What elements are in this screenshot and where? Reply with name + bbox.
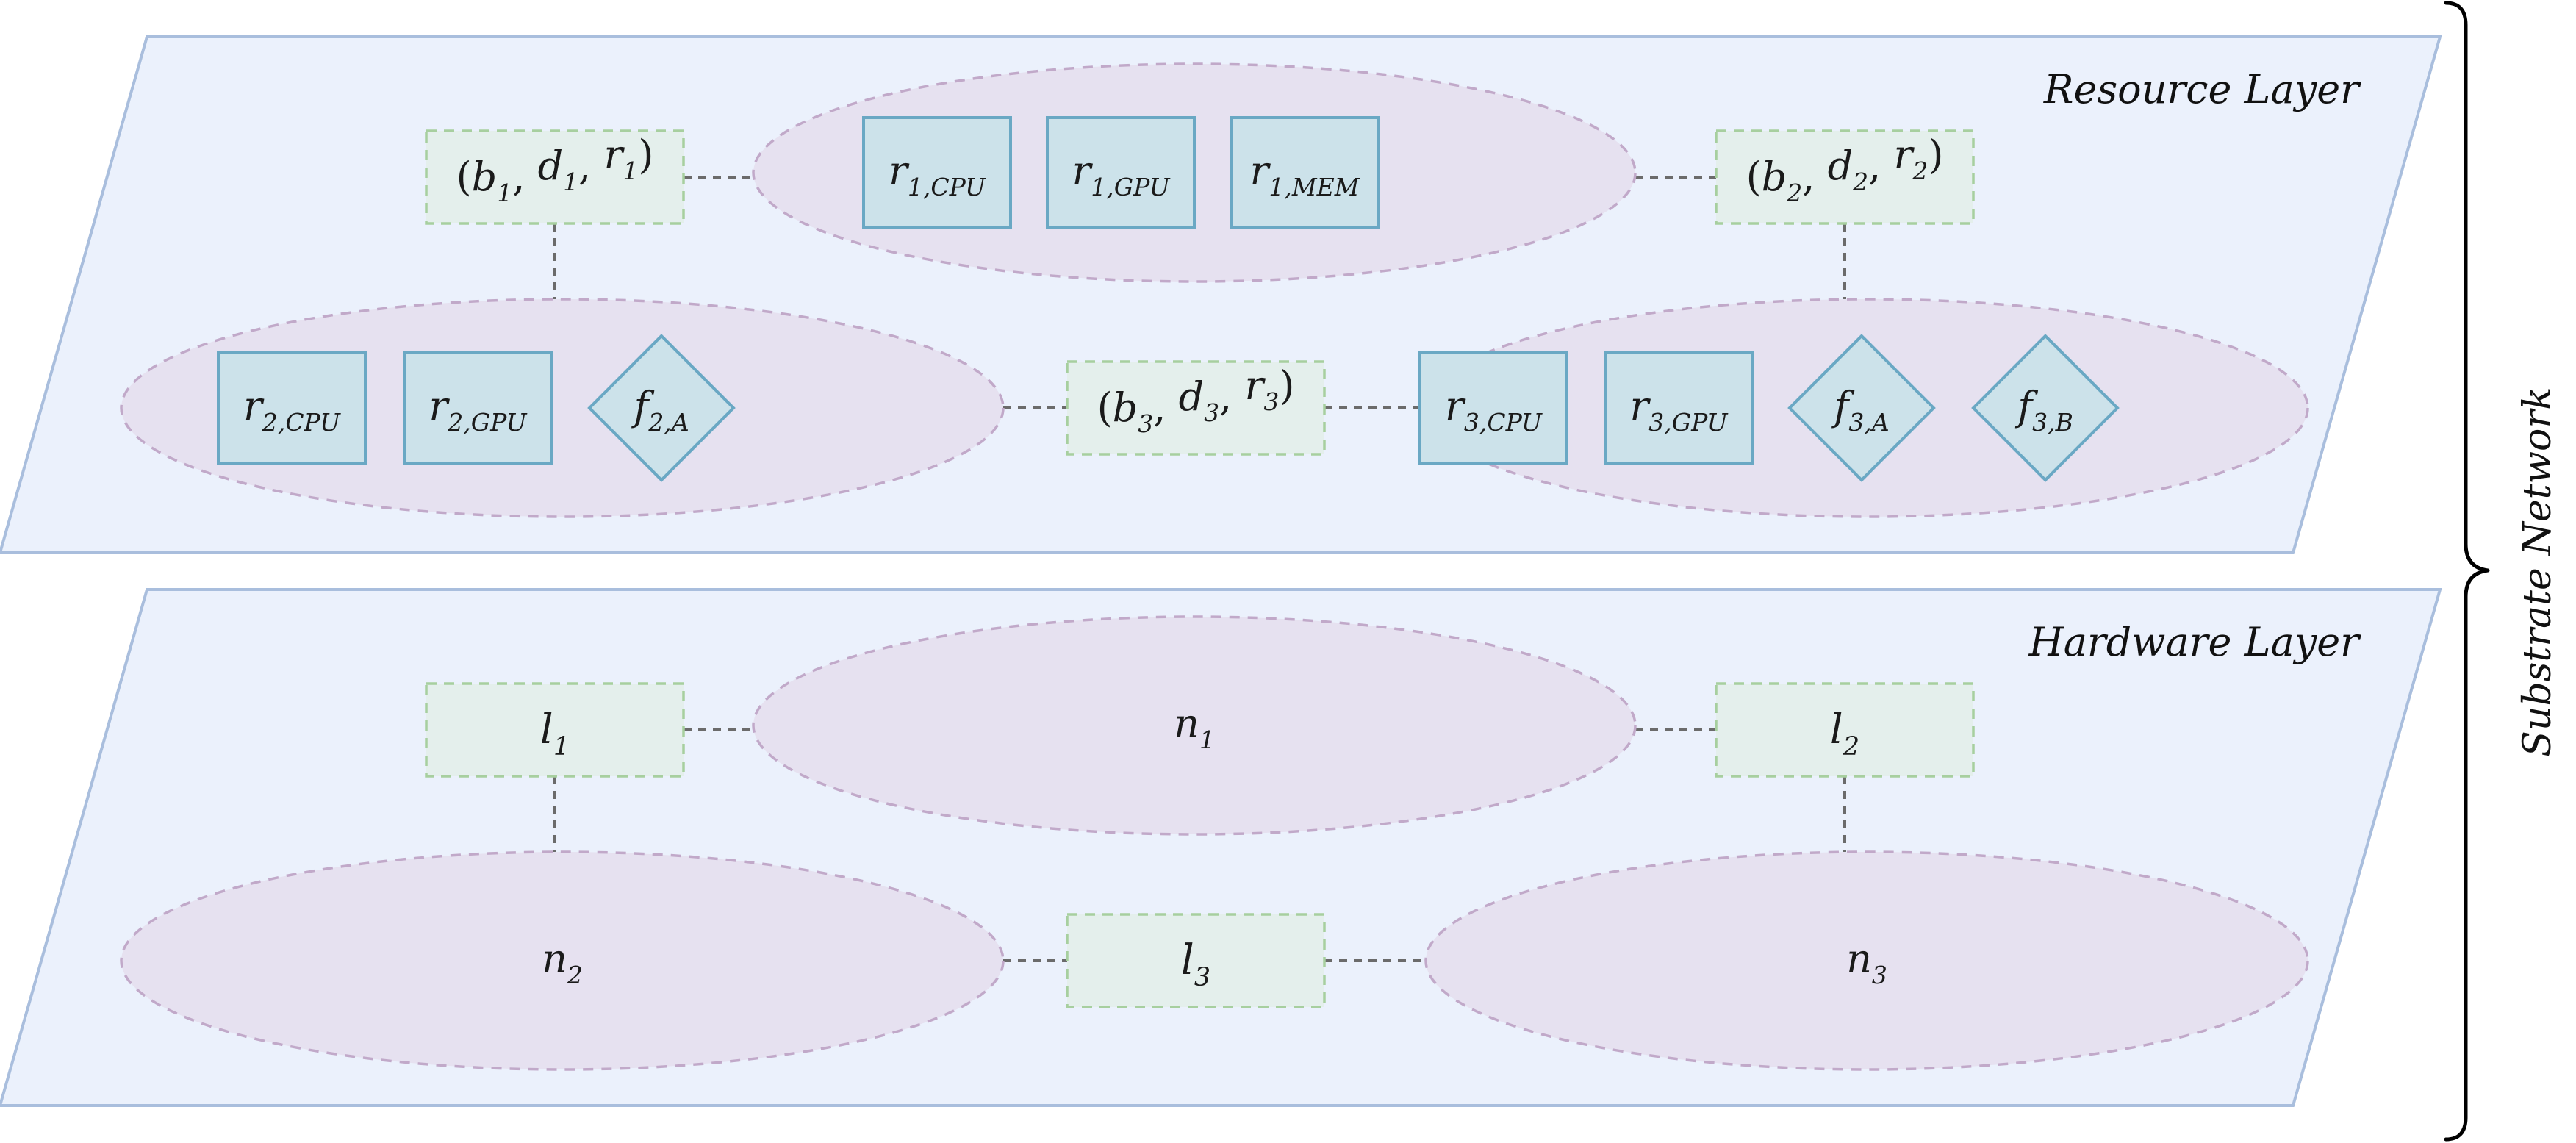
node-label-n3: n3 <box>1846 936 1887 989</box>
resource-label: r3,CPU <box>1445 383 1543 437</box>
resource-label: r1,CPU <box>889 148 986 201</box>
function-diamond <box>1971 334 2120 482</box>
link-label-l2: l2 <box>1830 706 1859 762</box>
layer-title: Hardware Layer <box>2028 619 2362 665</box>
layer-title: Resource Layer <box>2043 66 2361 112</box>
hardware-layer: Hardware Layer n1 n2 n3 l1 l2 l3 <box>0 588 2442 1107</box>
resource-box <box>217 351 367 465</box>
substrate-link-l3 <box>1066 913 1326 1008</box>
resource-label: r1,GPU <box>1072 148 1170 201</box>
substrate-link-l2 <box>1715 682 1975 778</box>
resource-label: r2,CPU <box>243 383 341 437</box>
resource-box <box>1046 116 1196 229</box>
function-diamond <box>587 334 736 482</box>
substrate-link-l1 <box>425 682 685 778</box>
node-label-n1: n1 <box>1174 701 1215 754</box>
resource-box <box>1604 351 1754 465</box>
substrate-node-n3 <box>1424 850 2309 1071</box>
resource-layer: Resource Layer r1,CPU r1,GPU r1,MEM r2,CPU r2… <box>0 35 2442 554</box>
substrate-node-n2 <box>120 850 1005 1071</box>
resource-box <box>1418 351 1568 465</box>
resource-box <box>1230 116 1380 229</box>
brace-label: Substrate Network <box>2516 387 2560 756</box>
substrate-link-l1 <box>425 129 685 225</box>
link-attributes-label: (b2, d2, r2) <box>1746 132 1944 207</box>
resource-box <box>862 116 1012 229</box>
right-curly-brace <box>2444 1 2490 1142</box>
resource-label: r2,GPU <box>428 383 527 437</box>
link-attributes-label: (b1, d1, r1) <box>456 132 654 207</box>
link-label-l1: l1 <box>540 706 570 762</box>
resource-label: r1,MEM <box>1250 148 1360 201</box>
substrate-network-brace: Substrate Network <box>2444 1 2560 1142</box>
resource-label: r3,GPU <box>1629 383 1728 437</box>
substrate-node-n1 <box>752 615 1637 836</box>
function-diamond <box>1787 334 1936 482</box>
node-label-n2: n2 <box>542 936 583 989</box>
substrate-link-l2 <box>1715 129 1975 225</box>
resource-box <box>403 351 553 465</box>
link-label-l3: l3 <box>1181 936 1210 992</box>
link-attributes-label: (b3, d3, r3) <box>1097 362 1295 438</box>
substrate-link-l3 <box>1066 360 1326 456</box>
